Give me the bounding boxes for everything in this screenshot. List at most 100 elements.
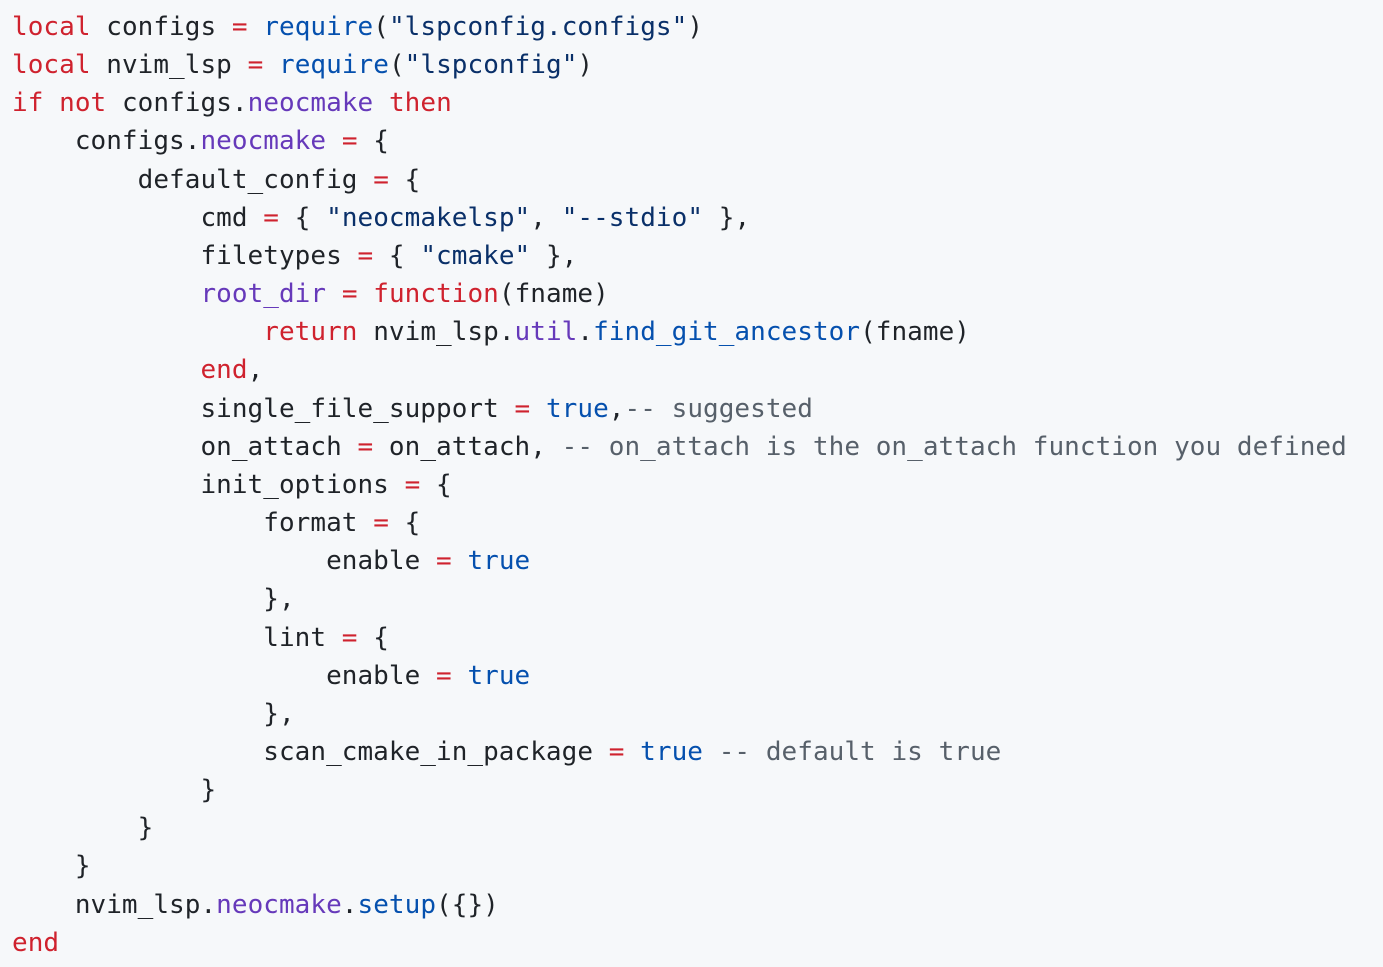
code-text: nvim_lsp — [90, 50, 248, 81]
code-text: { — [388, 508, 421, 539]
operator: = — [373, 164, 389, 195]
code-line: } — [12, 771, 1347, 809]
function-name: require — [263, 12, 374, 42]
code-text: default_config — [12, 164, 374, 195]
code-text: { — [357, 622, 389, 653]
comment: -- suggested — [624, 393, 813, 424]
code-line: }, — [12, 695, 1347, 733]
function-name: true — [467, 660, 531, 691]
code-text: filetypes — [12, 240, 358, 271]
code-line: end — [12, 924, 1347, 962]
code-line: lint = { — [12, 619, 1347, 657]
code-line: } — [12, 847, 1347, 885]
function-name: find_git_ancestor — [593, 317, 861, 348]
code-text: . — [341, 889, 358, 920]
code-line: if not configs.neocmake then — [12, 84, 1347, 122]
code-text: } — [12, 775, 217, 806]
string-literal: "lspconfig.configs" — [388, 12, 688, 42]
code-text — [530, 394, 546, 424]
code-line: }, — [12, 580, 1347, 618]
code-line: end, — [12, 351, 1347, 389]
operator: = — [514, 393, 531, 424]
code-text: single_file_support — [12, 393, 515, 424]
code-line: } — [12, 809, 1347, 847]
code-text — [12, 279, 200, 309]
code-text: , — [608, 393, 625, 424]
comment: -- on_attach is the on_attach function y… — [561, 431, 1347, 462]
operator: = — [608, 736, 625, 767]
code-text — [248, 12, 264, 42]
code-text: } — [12, 813, 154, 844]
keyword: then — [388, 88, 452, 119]
operator: = — [231, 12, 248, 42]
code-text: , — [247, 355, 264, 386]
code-line: configs.neocmake = { — [12, 122, 1347, 160]
code-line: scan_cmake_in_package = true -- default … — [12, 733, 1347, 771]
code-text: { — [278, 202, 327, 233]
code-text — [326, 126, 342, 156]
code-line: format = { — [12, 504, 1347, 542]
operator: = — [357, 431, 374, 462]
code-text: } — [12, 851, 91, 882]
code-text: }, — [530, 240, 578, 271]
keyword: local — [12, 12, 91, 42]
code-text — [452, 546, 468, 576]
code-text: { — [420, 469, 452, 500]
keyword: return — [263, 317, 358, 348]
code-text: { — [357, 126, 389, 157]
function-name: true — [640, 736, 703, 767]
code-text: on_attach, — [373, 431, 562, 462]
code-text: { — [388, 164, 421, 195]
code-text: init_options — [12, 469, 405, 500]
code-line: local configs = require("lspconfig.confi… — [12, 8, 1347, 46]
code-line: root_dir = function(fname) — [12, 275, 1347, 313]
operator: = — [263, 202, 279, 233]
code-text: enable — [12, 660, 436, 691]
code-text — [263, 50, 279, 80]
keyword: local — [12, 50, 91, 81]
operator: = — [357, 240, 374, 271]
code-text: nvim_lsp. — [12, 889, 217, 920]
code-block: local configs = require("lspconfig.confi… — [12, 8, 1347, 962]
keyword: function — [373, 279, 499, 310]
code-text: ) — [687, 12, 704, 42]
code-text: (fname) — [860, 317, 970, 348]
operator: = — [404, 469, 421, 500]
code-text — [326, 279, 342, 309]
code-text: }, — [12, 584, 295, 615]
operator: = — [341, 126, 358, 157]
code-text: }, — [703, 202, 751, 233]
code-text: scan_cmake_in_package — [12, 736, 609, 767]
code-line: single_file_support = true,-- suggested — [12, 390, 1347, 428]
code-text — [703, 737, 719, 767]
code-text: enable — [12, 546, 436, 577]
property-name: root_dir — [200, 279, 327, 310]
code-text: , — [530, 202, 562, 233]
code-line: enable = true — [12, 657, 1347, 695]
function-name: true — [467, 546, 531, 577]
string-literal: "cmake" — [420, 240, 531, 271]
operator: = — [247, 50, 264, 81]
code-text: ({}) — [436, 889, 499, 920]
function-name: require — [279, 50, 389, 81]
code-text — [624, 737, 640, 767]
code-line: filetypes = { "cmake" }, — [12, 237, 1347, 275]
code-text: configs. — [106, 88, 248, 119]
code-text — [12, 317, 263, 347]
keyword: not — [59, 88, 107, 119]
keyword: if — [12, 88, 44, 119]
keyword: end — [200, 355, 248, 386]
comment: -- default is true — [718, 736, 1002, 767]
code-text: (fname) — [498, 279, 609, 310]
code-text: ) — [577, 50, 594, 81]
code-text — [452, 661, 468, 691]
code-line: init_options = { — [12, 466, 1347, 504]
code-text: }, — [12, 698, 295, 729]
code-text: format — [12, 508, 374, 539]
function-name: setup — [357, 889, 437, 920]
keyword: end — [12, 927, 60, 958]
function-name: true — [545, 393, 609, 424]
code-text: . — [577, 317, 594, 348]
code-line: return nvim_lsp.util.find_git_ancestor(f… — [12, 313, 1347, 351]
property-name: neocmake — [216, 889, 342, 920]
